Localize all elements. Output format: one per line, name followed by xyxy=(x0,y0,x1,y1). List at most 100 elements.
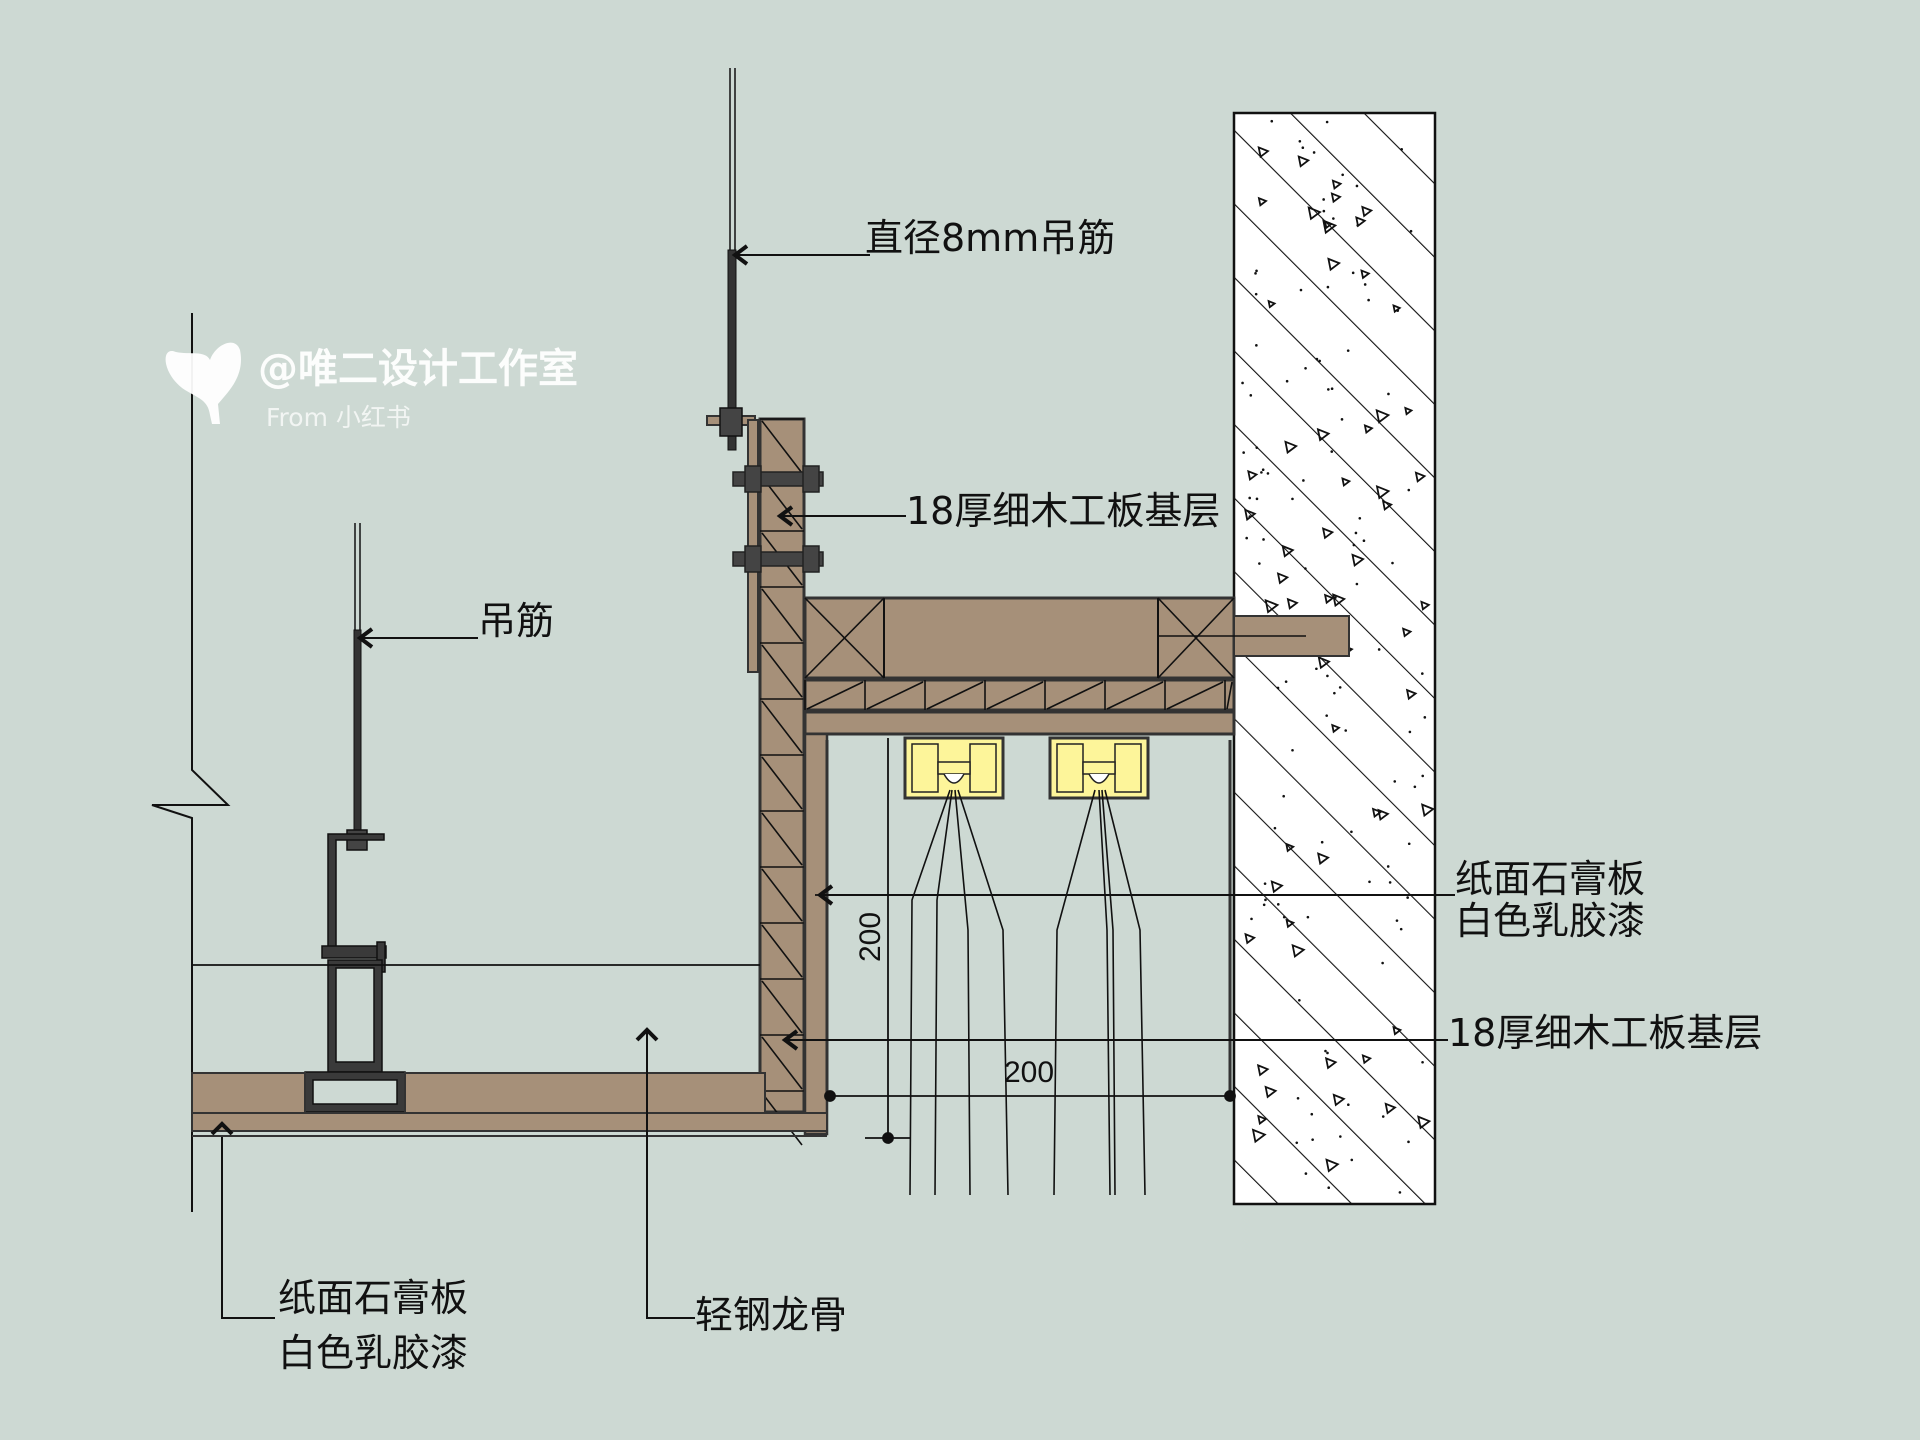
plywood-hatch xyxy=(926,681,984,710)
bolts xyxy=(732,465,824,573)
hanger-rod-8mm xyxy=(706,68,756,451)
aggregate-dot xyxy=(1327,1186,1331,1190)
aggregate-dot xyxy=(1324,1049,1327,1053)
aggregate-dot xyxy=(1326,1051,1329,1055)
aggregate-dot xyxy=(1255,497,1259,501)
concrete-wall xyxy=(1232,111,1437,1206)
aggregate-dot xyxy=(1315,357,1319,361)
aggregate-dot xyxy=(1296,1097,1300,1100)
aggregate-mark xyxy=(1276,572,1290,585)
label-gypsum-right-line2: 白色乳胶漆 xyxy=(1455,899,1646,943)
aggregate-mark xyxy=(1363,424,1374,435)
aggregate-dot xyxy=(1339,1135,1342,1138)
watermark-source: From 小红书 xyxy=(266,403,411,432)
plywood-hatch xyxy=(761,700,803,754)
aggregate-dot xyxy=(1291,497,1294,501)
aggregate-dot xyxy=(1326,285,1330,289)
vertical-plywood-board xyxy=(747,417,806,1146)
hanger-rod xyxy=(346,523,368,851)
aggregate-dot xyxy=(1304,567,1307,570)
dimension-horizontal: 200 xyxy=(1004,1056,1055,1089)
aggregate-mark xyxy=(1332,593,1347,608)
aggregate-dot xyxy=(1413,785,1417,789)
label-gypsum-right-line1: 纸面石膏板 xyxy=(1455,857,1646,901)
aggregate-mark xyxy=(1321,527,1335,540)
aggregate-dot xyxy=(1263,882,1267,885)
aggregate-dot xyxy=(1367,298,1370,302)
heart-sprout-icon xyxy=(165,342,241,424)
plywood-hatch xyxy=(1226,681,1233,710)
label-hanger-8mm: 直径8mm吊筋 xyxy=(865,216,1116,260)
light-steel-keel xyxy=(304,833,406,1113)
plywood-hatch xyxy=(986,681,1044,710)
watermark-title: @唯二设计工作室 xyxy=(258,346,578,392)
aggregate-dot xyxy=(1358,516,1362,520)
aggregate-dot xyxy=(1408,730,1412,734)
aggregate-dot xyxy=(1354,531,1358,535)
aggregate-dot xyxy=(1250,917,1253,921)
aggregate-dot xyxy=(1284,680,1288,683)
light-fixture xyxy=(1048,736,1150,800)
aggregate-dot xyxy=(1351,271,1355,275)
aggregate-mark xyxy=(1414,471,1427,483)
aggregate-dot xyxy=(1350,1158,1354,1162)
aggregate-dot xyxy=(1262,538,1265,541)
aggregate-dot xyxy=(1421,672,1424,675)
plywood-hatch xyxy=(866,681,924,710)
label-gypsum-bottom-line1: 纸面石膏板 xyxy=(278,1276,469,1320)
aggregate-mark xyxy=(1325,1158,1340,1173)
aggregate-dot xyxy=(1388,881,1392,884)
plywood-hatch xyxy=(761,1036,803,1090)
aggregate-mark xyxy=(1324,1056,1338,1070)
aggregate-mark xyxy=(1264,1085,1278,1099)
aggregate-dot xyxy=(1399,927,1403,931)
plywood-hatch xyxy=(1046,681,1104,710)
plywood-hatch xyxy=(761,644,803,698)
aggregate-mark xyxy=(1332,1093,1346,1107)
aggregate-mark xyxy=(1377,808,1390,822)
aggregate-dot xyxy=(1282,794,1285,798)
plywood-hatch xyxy=(1166,681,1224,710)
aggregate-mark xyxy=(1297,155,1311,168)
aggregate-dot xyxy=(1325,120,1329,124)
aggregate-dot xyxy=(1241,381,1244,385)
aggregate-dot xyxy=(1245,536,1248,540)
aggregate-mark xyxy=(1281,544,1295,558)
aggregate-dot xyxy=(1396,309,1400,312)
aggregate-mark xyxy=(1392,1025,1403,1036)
aggregate-dot xyxy=(1344,729,1348,732)
aggregate-dot xyxy=(1261,468,1265,471)
plywood-hatch xyxy=(761,868,803,922)
aggregate-mark xyxy=(1361,1054,1373,1065)
leader-lines xyxy=(210,244,1455,1319)
aggregate-dot xyxy=(1315,667,1318,671)
aggregate-mark xyxy=(1404,406,1414,416)
aggregate-dot xyxy=(1326,674,1329,678)
aggregate-dot xyxy=(1421,1060,1424,1064)
aggregate-mark xyxy=(1256,1063,1270,1077)
aggregate-dot xyxy=(1368,880,1371,884)
aggregate-dot xyxy=(1355,582,1359,586)
aggregate-dot xyxy=(1255,344,1258,347)
aggregate-dot xyxy=(1262,903,1266,907)
aggregate-mark xyxy=(1322,219,1338,235)
aggregate-dot xyxy=(1334,596,1337,599)
aggregate-dot xyxy=(1332,217,1335,220)
aggregate-dot xyxy=(1363,283,1367,286)
dimension-vertical: 200 xyxy=(854,911,888,963)
aggregate-mark xyxy=(1257,196,1268,207)
aggregate-mark xyxy=(1264,598,1280,614)
aggregate-dot xyxy=(1362,539,1366,543)
aggregate-mark xyxy=(1291,943,1306,959)
aggregate-dot xyxy=(1421,774,1425,778)
aggregate-dot xyxy=(1298,140,1302,143)
aggregate-dot xyxy=(1312,151,1316,154)
aggregate-mark xyxy=(1360,269,1371,280)
aggregate-mark xyxy=(1286,597,1299,610)
aggregate-mark xyxy=(1316,852,1330,866)
aggregate-mark xyxy=(1316,427,1331,442)
plywood-hatch xyxy=(761,924,803,978)
aggregate-mark xyxy=(1284,440,1299,455)
aggregate-dot xyxy=(1409,229,1413,233)
aggregate-dot xyxy=(1330,450,1334,453)
